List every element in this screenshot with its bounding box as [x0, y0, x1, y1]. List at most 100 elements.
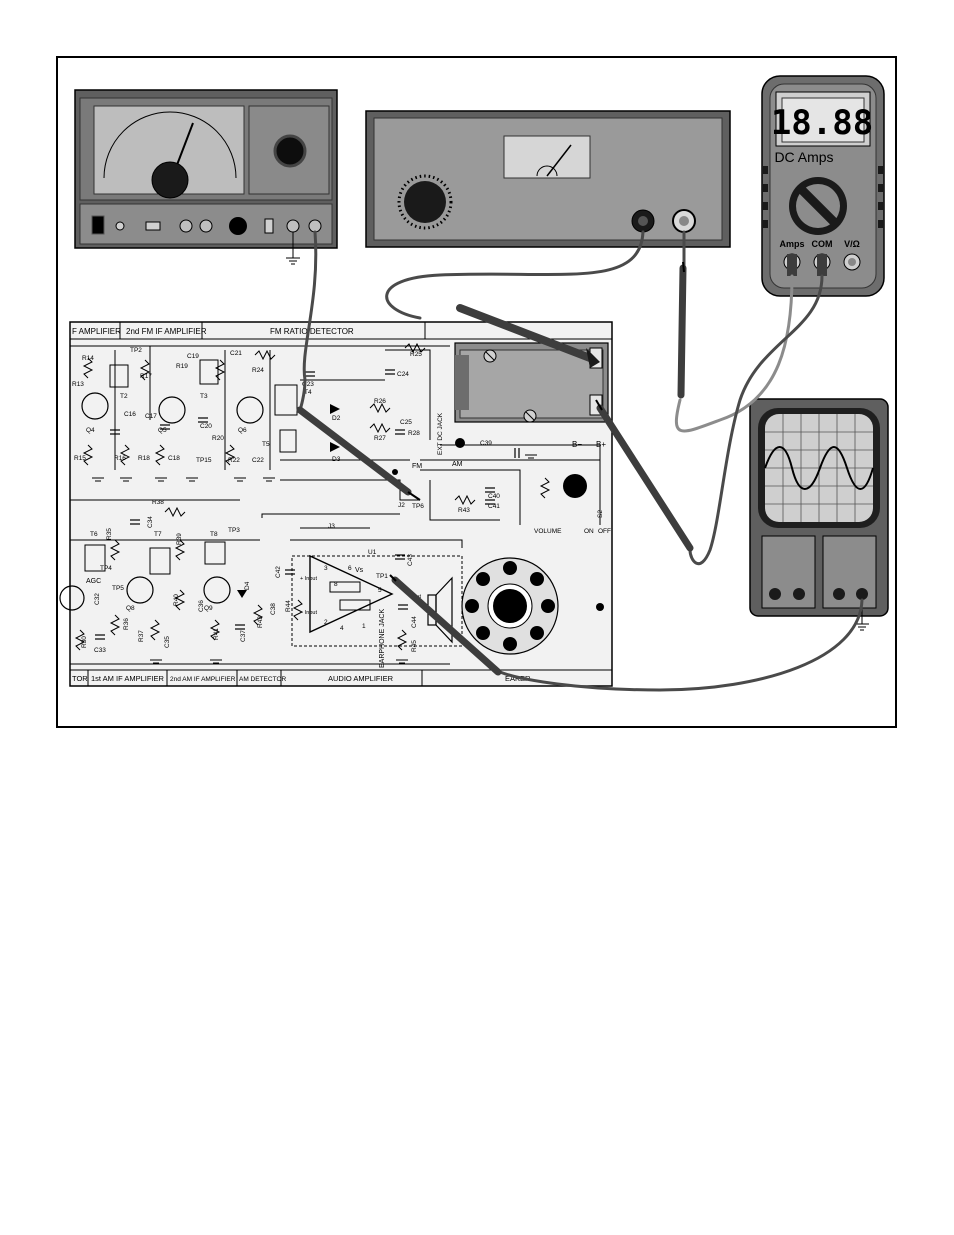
supply-meter-needle: [546, 144, 572, 177]
label-tp3: TP3: [228, 527, 240, 534]
terminal-jack[interactable]: [199, 219, 213, 233]
header-am-detector: AM DETECTOR: [239, 676, 286, 683]
label-r43: R43: [458, 507, 470, 514]
volume-knob[interactable]: [563, 474, 587, 498]
scope-input-jack[interactable]: [833, 588, 845, 600]
label-r16: R16: [114, 455, 126, 462]
label-b-plus: B+: [596, 440, 606, 449]
label-pin6: 6: [348, 565, 352, 572]
label-c43: C43: [407, 554, 414, 566]
label-r14: R14: [82, 355, 94, 362]
label-c37: C37: [240, 630, 247, 642]
multimeter-display: 18.88: [771, 103, 873, 143]
multimeter-mode-label: DC Amps: [774, 149, 833, 165]
label-r39: R39: [176, 533, 183, 545]
fine-tune-knob[interactable]: [229, 217, 247, 235]
label-volume: VOLUME: [534, 528, 562, 535]
label-j2: J2: [398, 502, 405, 509]
tuning-knob[interactable]: [151, 161, 189, 199]
label-pin8: 8: [334, 581, 338, 588]
label-r18: R18: [138, 455, 150, 462]
oscilloscope: [749, 398, 889, 631]
label-q9: Q9: [204, 605, 213, 612]
label-pin4: 4: [340, 625, 344, 632]
output-jack[interactable]: [286, 219, 300, 233]
board-hole: [596, 603, 604, 611]
circuit-board: F AMPLIFIER 2nd FM IF AMPLIFIER FM RATIO…: [59, 321, 613, 687]
label-r15: R15: [74, 455, 86, 462]
label-pin3: 3: [324, 565, 328, 572]
probe-audio-output: [389, 574, 502, 676]
scope-input-jack[interactable]: [856, 588, 868, 600]
label-tp5: TP5: [112, 585, 124, 592]
mode-switch[interactable]: [264, 218, 274, 234]
power-switch[interactable]: [91, 215, 105, 235]
label-tp15: TP15: [196, 457, 212, 464]
output-jack[interactable]: [308, 219, 322, 233]
probe-supply-positive: [677, 261, 687, 399]
label-d2: D2: [332, 415, 341, 422]
label-t5: T5: [262, 441, 270, 448]
ground-symbol-icon: [286, 232, 300, 265]
label-c33: C33: [94, 647, 106, 654]
label-c40: C40: [488, 493, 500, 500]
label-c19: C19: [187, 353, 199, 360]
label-r26: R26: [374, 398, 386, 405]
label-r28: R28: [408, 430, 420, 437]
label-u1: U1: [368, 549, 377, 556]
label-pin2: 2: [324, 619, 328, 626]
label-input-plus: + Input: [300, 576, 317, 582]
label-r44: R44: [285, 600, 292, 612]
label-c39: C39: [480, 440, 492, 447]
label-r38: R38: [152, 499, 164, 506]
scope-input-jack[interactable]: [769, 588, 781, 600]
label-tp2: TP2: [130, 347, 142, 354]
header-if-amplifier: F AMPLIFIER: [72, 327, 121, 336]
label-r42: R42: [257, 616, 264, 628]
label-q6: Q6: [238, 427, 247, 434]
label-b-minus: B−: [572, 440, 582, 449]
label-c34: C34: [147, 516, 154, 528]
terminal-jack[interactable]: [179, 219, 193, 233]
resistor-symbols: [74, 342, 551, 651]
probe-generator: [296, 406, 421, 501]
label-am: AM: [452, 461, 463, 468]
transformer-symbols: [84, 359, 298, 575]
label-c41: C41: [488, 503, 500, 510]
label-c20: C20: [200, 423, 212, 430]
label-c21: C21: [230, 350, 242, 357]
voltage-adjust-knob[interactable]: [397, 174, 453, 230]
label-c42: C42: [275, 566, 282, 578]
sine-wave-icon: [764, 446, 874, 490]
label-r20: R20: [212, 435, 224, 442]
label-pin5: 5: [378, 587, 382, 594]
label-c38: C38: [270, 603, 277, 615]
header-tor: TOR: [72, 674, 88, 683]
function-selector-dial[interactable]: [789, 177, 847, 235]
label-t7: T7: [154, 531, 162, 538]
range-switch[interactable]: [145, 221, 161, 231]
label-tp1: TP1: [376, 573, 388, 580]
label-t8: T8: [210, 531, 218, 538]
label-agc: AGC: [86, 578, 101, 585]
label-d3: D3: [332, 456, 341, 463]
diode-symbols: [237, 404, 340, 598]
ground-symbol-icon: [92, 454, 537, 664]
output-level-knob[interactable]: [273, 134, 307, 168]
jack-label-com: COM: [812, 239, 833, 249]
label-t2: T2: [120, 393, 128, 400]
header-2nd-am-if-amplifier: 2nd AM IF AMPLIFIER: [170, 676, 236, 683]
header-1st-am-if-amplifier: 1st AM IF AMPLIFIER: [91, 674, 165, 683]
header-audio-amplifier: AUDIO AMPLIFIER: [328, 674, 394, 683]
label-t6: T6: [90, 531, 98, 538]
label-d4: D4: [244, 581, 251, 590]
label-r25: R25: [410, 351, 422, 358]
label-earphone-jack: EARPHONE JACK: [379, 609, 386, 668]
label-r24: R24: [252, 367, 264, 374]
scope-input-jack[interactable]: [793, 588, 805, 600]
label-c16: C16: [124, 411, 136, 418]
label-r17: R17: [140, 373, 152, 380]
test-leads: [298, 230, 864, 692]
label-t3: T3: [200, 393, 208, 400]
label-r45: R45: [411, 640, 418, 652]
